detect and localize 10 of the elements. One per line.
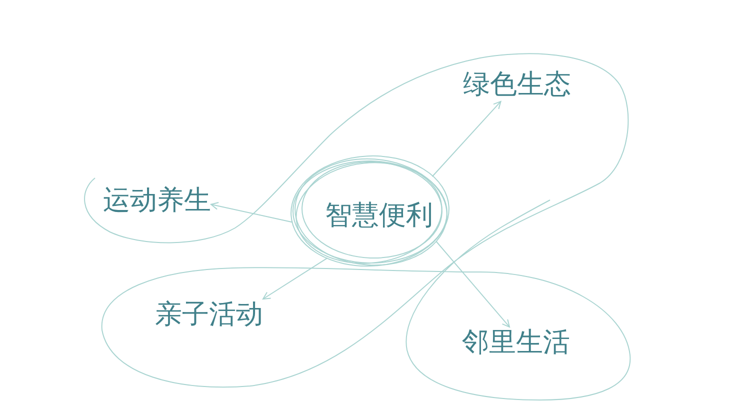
hub-label: 智慧便利 [325,200,433,232]
topic-label: 亲子活动 [155,299,263,332]
arrow [432,100,502,177]
topic-label: 邻里生活 [462,327,570,360]
topic-label: 绿色生态 [463,69,571,102]
arrow [210,202,294,223]
hub-ellipse [289,153,451,269]
topic-label: 运动养生 [103,185,211,218]
arrow [436,241,510,328]
arrow [262,258,328,300]
